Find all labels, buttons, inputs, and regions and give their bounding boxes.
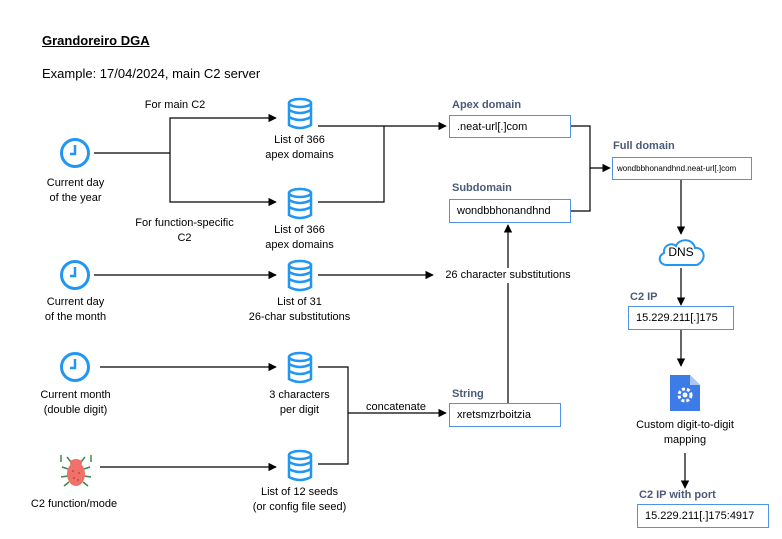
apex-heading: Apex domain <box>452 99 522 111</box>
c2-ip-heading: C2 IP <box>630 291 658 303</box>
c2-port-heading: C2 IP with port <box>639 489 716 501</box>
dns-label: DNS <box>668 245 694 259</box>
subdomain-box: wondbbhonandhnd <box>449 199 571 223</box>
input-function-label: C2 function/mode <box>30 498 118 510</box>
database-icon <box>286 187 314 226</box>
edge-branch-function <box>169 153 277 207</box>
edge-concat-merge <box>318 366 349 465</box>
edge-sub-to-full <box>571 168 591 212</box>
database-icon <box>286 97 314 136</box>
apex-domain-box: .neat-url[.]com <box>449 115 571 138</box>
c2-port-box: 15.229.211[.]175:4917 <box>637 504 769 528</box>
clock-icon <box>59 259 91 296</box>
clock-icon <box>59 351 91 388</box>
database-icon <box>286 259 314 298</box>
full-domain-box: wondbbhonandhnd.neat-url[.]com <box>612 157 752 180</box>
edge-branch-main <box>169 113 277 153</box>
example-caption: Example: 17/04/2024, main C2 server <box>42 66 261 81</box>
string-box: xretsmzrboitzia <box>449 403 561 427</box>
database-icon <box>286 449 314 488</box>
input-month-label: Current month(double digit) <box>40 389 111 416</box>
seed-list-label: List of 12 seeds(or config file seed) <box>252 486 347 513</box>
bug-icon <box>58 449 94 494</box>
substitutions-edge-label: 26 character substitutions <box>440 268 576 283</box>
settings-document-icon <box>668 373 702 418</box>
branch-main-label: For main C2 <box>144 99 206 111</box>
edge-apex-merge <box>318 126 385 203</box>
concatenate-edge-label: concatenate <box>366 401 426 413</box>
database-icon <box>286 351 314 390</box>
string-heading: String <box>452 388 484 400</box>
subdomain-heading: Subdomain <box>452 182 512 194</box>
cloud-icon <box>655 235 709 274</box>
clock-icon <box>59 137 91 174</box>
edge-apex-to-full <box>571 125 611 173</box>
full-domain-heading: Full domain <box>613 140 675 152</box>
diagram-title: Grandoreiro DGA <box>42 33 150 48</box>
c2-ip-box: 15.229.211[.]175 <box>628 306 734 330</box>
